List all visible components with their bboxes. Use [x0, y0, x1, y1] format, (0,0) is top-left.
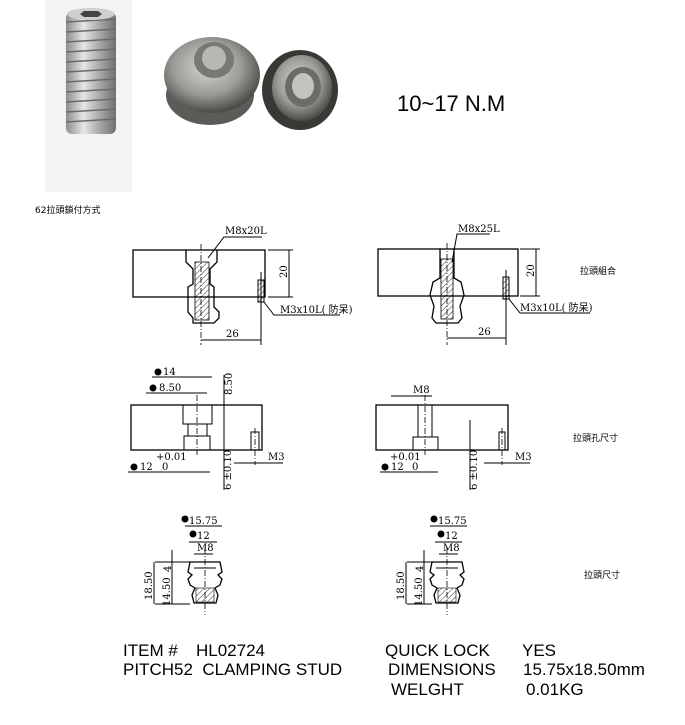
quick-lock-label: QUICK LOCK: [385, 641, 491, 660]
height-14-50: 14.50: [162, 577, 173, 606]
dia-12: 12: [445, 531, 458, 542]
pin-label: M3x10L( 防呆): [280, 303, 353, 316]
quick-lock-value: YES: [522, 641, 556, 660]
assembly-drawing-left: M8x20L M3x10L( 防呆) 20 26: [132, 226, 353, 345]
bolt-label: M8x20L: [225, 226, 267, 237]
dia-12: 12: [391, 462, 404, 473]
section-label-stud-size: 拉頭尺寸: [584, 569, 620, 581]
bolt-label: M8x25L: [458, 224, 500, 235]
hole-drawing-right: M8 +0.01 12 0 6 ±0.10 M3: [375, 385, 532, 490]
clamping-stud-photo: [164, 37, 338, 130]
tol-lower: 0: [162, 462, 168, 473]
torque-spec: 10~17 N.M: [397, 91, 505, 116]
set-screw-photo: [45, 0, 132, 192]
stud-drawing-right: 15.75 12 M8 18.50 14.50 4: [396, 515, 467, 615]
item-description: PITCH52 CLAMPING STUD: [123, 660, 342, 679]
pin-label: M3x10L( 防呆): [520, 301, 593, 314]
dimensions-value: 15.75x18.50mm: [523, 660, 645, 679]
thread-m8: M8: [197, 543, 214, 554]
weight-label: WELGHT: [391, 680, 464, 699]
height-14-50: 14.50: [414, 577, 425, 606]
tol-upper: +0.01: [390, 452, 421, 463]
dia-12: 12: [140, 462, 153, 473]
hole-drawing-left: 14 8.50 8.50 +0.01 12 0 6 ±0.10 M3: [128, 367, 285, 490]
item-label: ITEM #: [123, 641, 178, 660]
tol-lower: 0: [412, 462, 418, 473]
height-4: 4: [415, 566, 426, 572]
section-label-hole-size: 拉頭孔尺寸: [573, 432, 618, 444]
dia-12: 12: [197, 531, 210, 542]
height-dim: 20: [526, 264, 537, 277]
section-label-assembly: 拉頭組合: [580, 265, 616, 277]
item-value: HL02724: [196, 641, 265, 660]
offset-dim: 26: [226, 329, 239, 340]
tol-upper: +0.01: [156, 452, 187, 463]
height-18-50: 18.50: [144, 571, 155, 600]
offset-dim: 26: [478, 327, 491, 338]
caption: 62拉頭鎖付方式: [35, 204, 100, 216]
pin-m3: M3: [268, 452, 285, 463]
dimensions-label: DIMENSIONS: [388, 660, 496, 679]
spec-block: ITEM # HL02724 PITCH52 CLAMPING STUD QUI…: [123, 641, 645, 699]
depth-8-50: 8.50: [224, 373, 235, 395]
stud-drawing-left: 15.75 12 M8 18.50 14.50 4: [144, 515, 223, 615]
thread-m8: M8: [443, 543, 460, 554]
height-4: 4: [163, 566, 174, 572]
weight-value: 0.01KG: [526, 680, 584, 699]
dia-14: 14: [163, 367, 176, 378]
height-18-50: 18.50: [396, 571, 407, 600]
assembly-drawing-right: M8x25L M3x10L( 防呆) 20 26: [377, 224, 593, 345]
dia-8-50: 8.50: [159, 383, 181, 394]
pin-m3: M3: [515, 452, 532, 463]
thread-m8: M8: [413, 385, 430, 396]
height-dim: 20: [279, 265, 290, 278]
dia-15-75: 15.75: [189, 516, 218, 527]
depth-6: 6 ±0.10: [469, 450, 480, 490]
dia-15-75: 15.75: [438, 516, 467, 527]
depth-6: 6 ±0.10: [223, 450, 234, 490]
